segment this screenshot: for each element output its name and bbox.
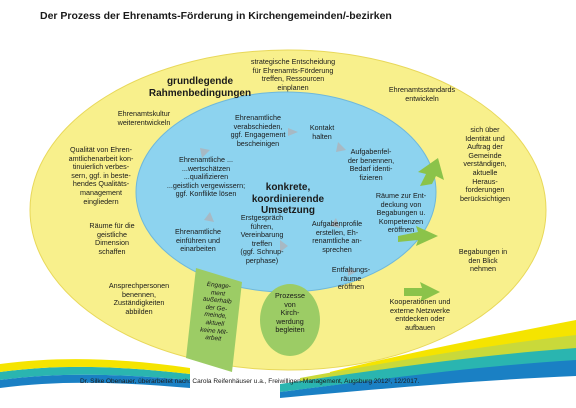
cycle-arrows bbox=[200, 128, 356, 276]
outer-item-contacts: Ansprechpersonen benennen, Zuständigkeit… bbox=[108, 281, 170, 316]
inner-item-value: Ehrenamtliche ... ...wertschätzen ...qua… bbox=[166, 155, 246, 199]
inner-item-unfold: Entfaltungs- räume eröffnen bbox=[331, 265, 371, 292]
outer-item-standards: Ehrenamtsstandards entwickeln bbox=[388, 85, 456, 103]
green-arrows bbox=[398, 158, 444, 302]
outer-item-talents: Begabungen in den Blick nehmen bbox=[458, 247, 508, 274]
green-left-box bbox=[186, 268, 242, 372]
outer-item-culture: Ehrenamtskultur weiterentwickeln bbox=[117, 109, 171, 127]
inner-item-onboard: Ehrenamtliche einführen und einarbeiten bbox=[175, 227, 221, 254]
diagram-title: Der Prozess der Ehrenamts-Förderung in K… bbox=[40, 10, 392, 22]
outer-item-identity: sich über Identität und Auftrag der Geme… bbox=[460, 125, 510, 203]
footer-citation: Dr. Silke Obenauer, überarbeitet nach: C… bbox=[80, 378, 420, 385]
green-left-text: Engage- ment außerhalb der Ge- meinde, a… bbox=[199, 280, 232, 343]
outer-item-quality: Qualität von Ehren- amtlichenarbeit kon-… bbox=[68, 145, 134, 206]
outer-heading: grundlegende Rahmenbedingungen bbox=[148, 76, 252, 99]
inner-item-fields: Aufgabenfel- der benennen, Bedarf identi… bbox=[347, 147, 395, 182]
outer-item-cooperation: Kooperationen und externe Netzwerke entd… bbox=[389, 297, 451, 332]
green-circle-text: Prozesse von Kirch- werdung begleiten bbox=[275, 291, 305, 335]
inner-item-farewell: Ehrenamtliche verabschieden, ggf. Engage… bbox=[230, 113, 286, 148]
center-heading: konkrete, koordinierende Umsetzung bbox=[251, 182, 325, 216]
inner-item-contact: Kontakt halten bbox=[309, 123, 335, 141]
outer-item-spiritual: Räume für die geistliche Dimension schaf… bbox=[89, 221, 135, 256]
outer-item-strategy: strategische Entscheidung für Ehrenamts-… bbox=[250, 57, 336, 92]
inner-item-talk: Erstgespräch führen, Vereinbarung treffe… bbox=[240, 213, 284, 265]
inner-item-profiles: Aufgabenprofile erstellen, Eh- renamtlic… bbox=[311, 219, 363, 254]
inner-item-spaces: Räume zur Ent- deckung von Begabungen u.… bbox=[375, 191, 427, 235]
green-circle bbox=[260, 284, 320, 356]
bottom-waves bbox=[0, 320, 576, 398]
